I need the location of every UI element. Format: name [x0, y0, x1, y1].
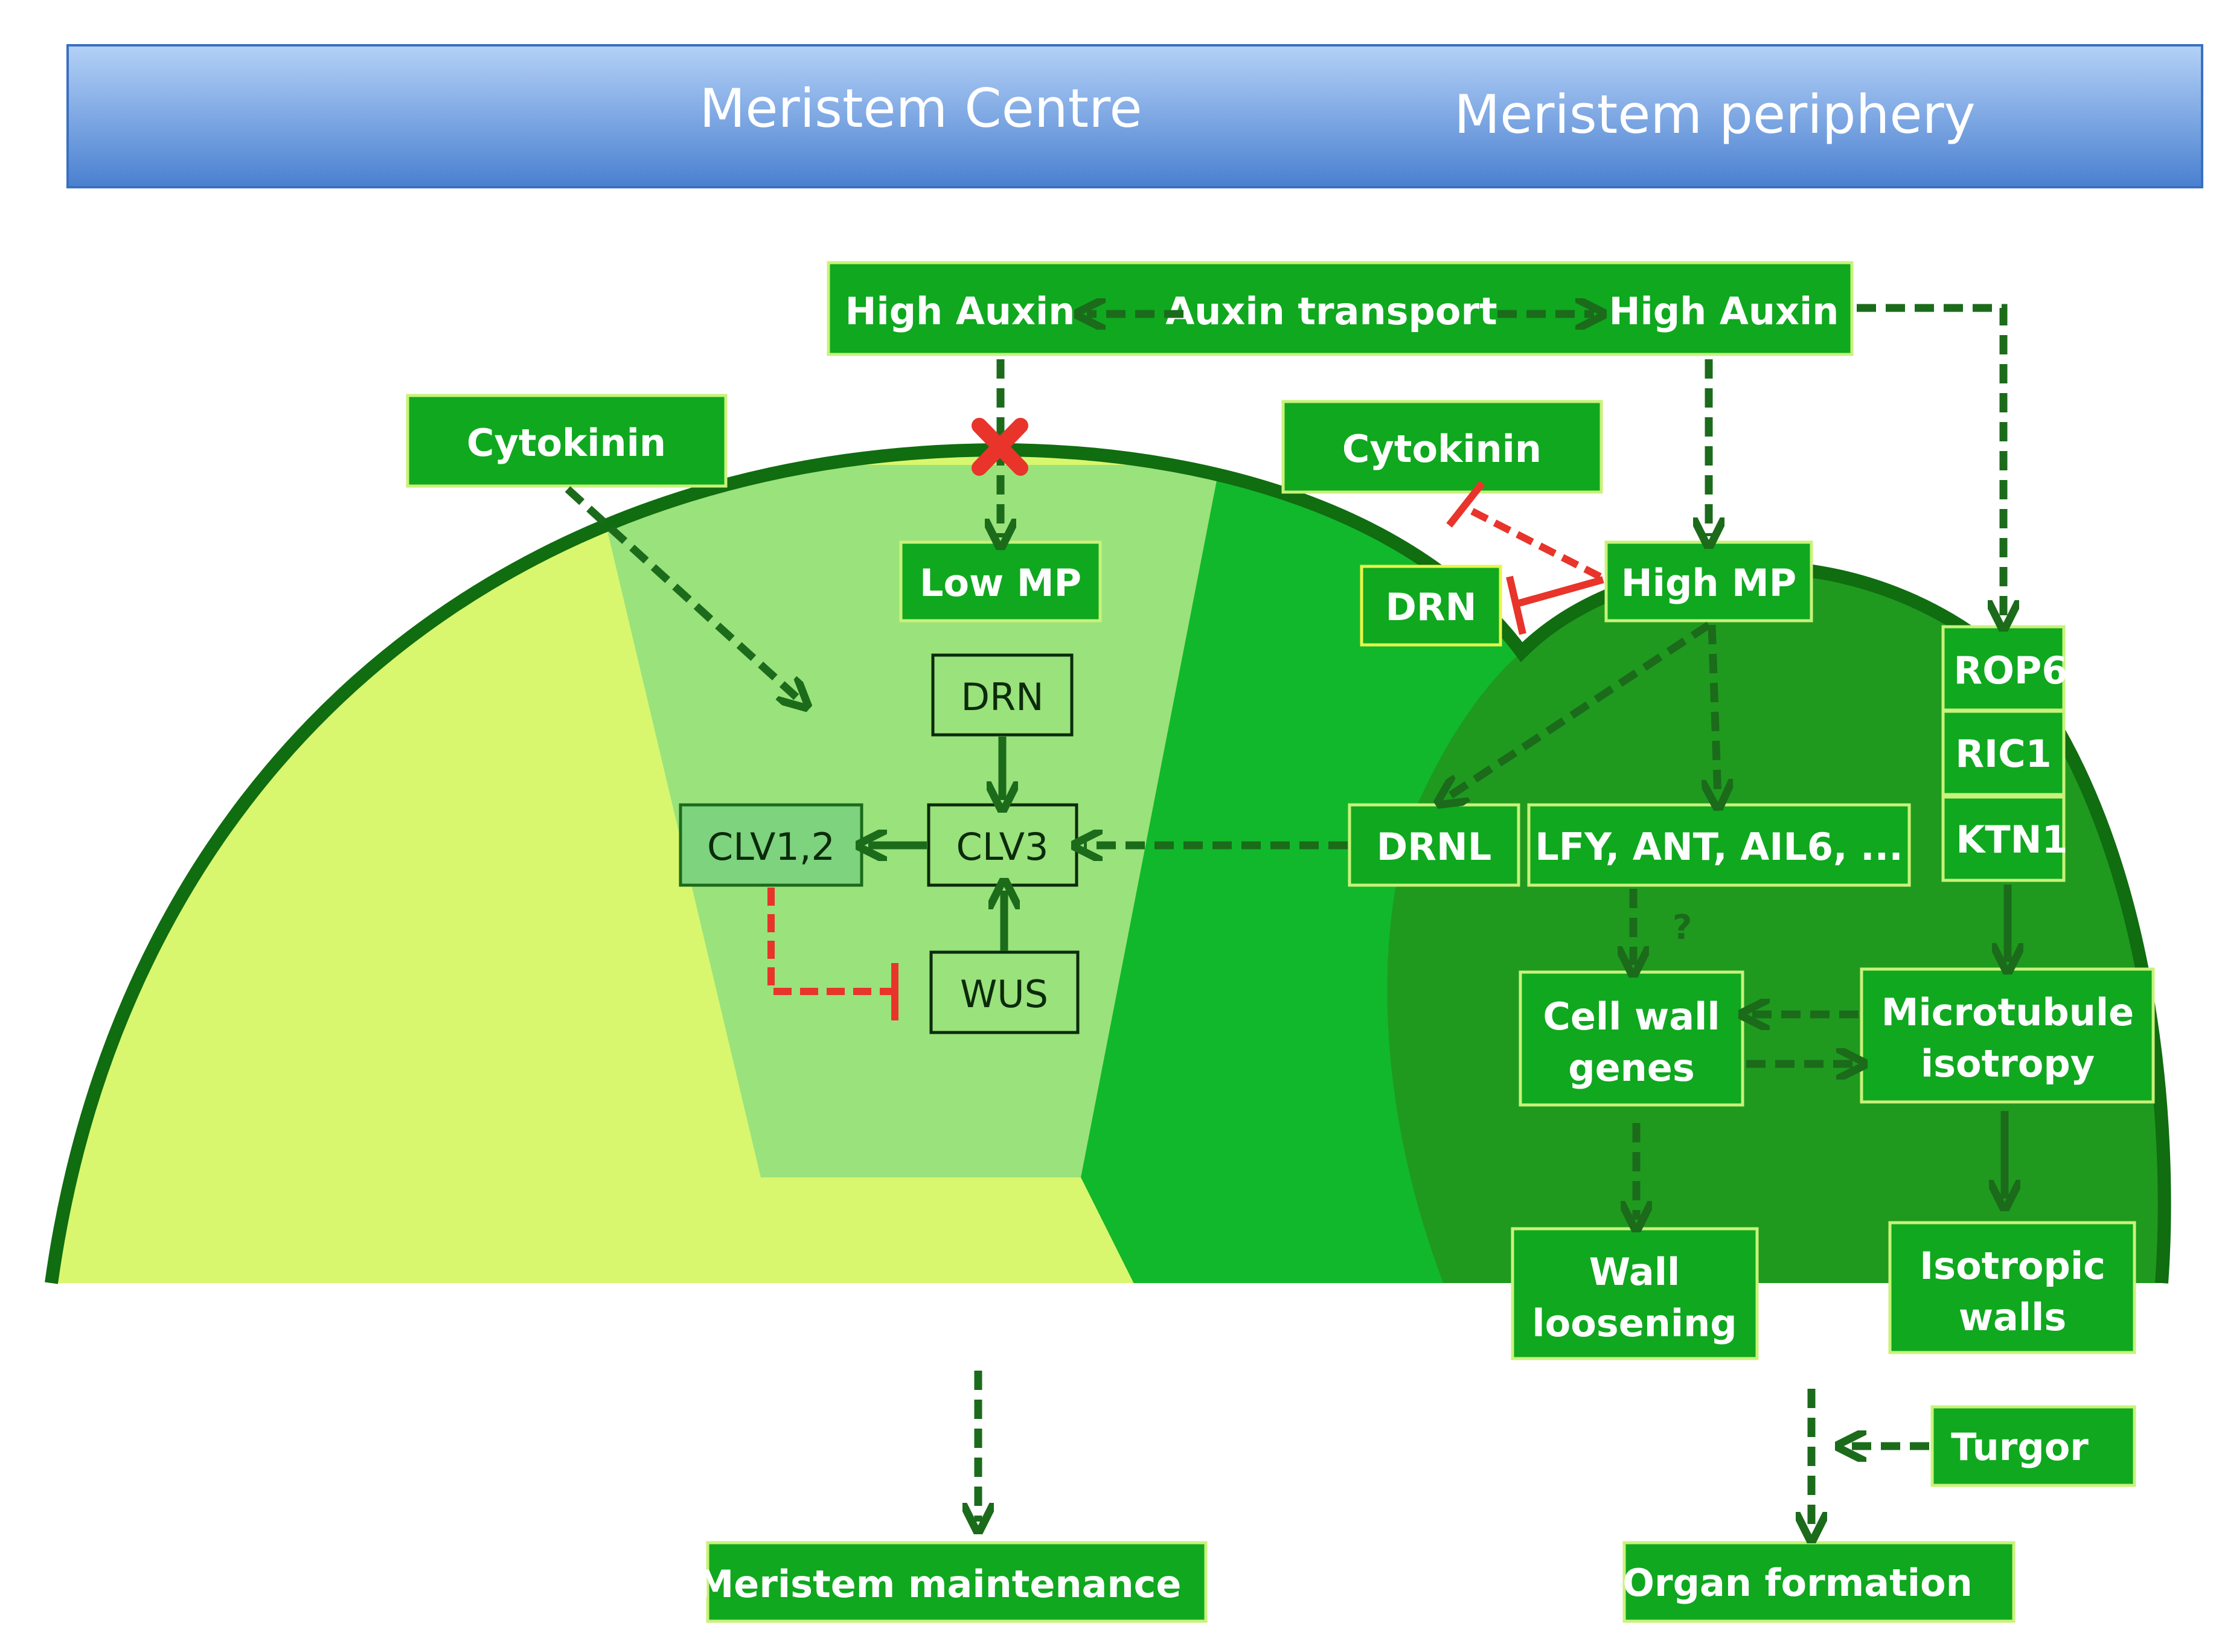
- cytokinin-left-label: Cytokinin: [467, 421, 666, 465]
- organ-formation-label: Organ formation: [1622, 1561, 1972, 1605]
- cytokinin-right-label: Cytokinin: [1342, 427, 1542, 471]
- inhibit-mp-cytokinin: [1462, 504, 1602, 580]
- high-mp-box: High MP: [1604, 540, 1813, 623]
- activation-arrows: [565, 304, 2008, 1531]
- low-mp-box: Low MP: [899, 540, 1102, 623]
- microtubule-label-2: isotropy: [1921, 1042, 2095, 1086]
- high-auxin-left-label: High Auxin: [845, 289, 1075, 333]
- microtubule-isotropy-box: Microtubule isotropy: [1860, 967, 2155, 1104]
- drn-centre-box: DRN: [931, 653, 1074, 737]
- drn-centre-label: DRN: [961, 675, 1043, 719]
- wall-loosening-label-1: Wall: [1589, 1250, 1680, 1294]
- header-banner: Meristem Centre Meristem periphery: [66, 44, 2203, 188]
- arrow-high-mp-to-drnl: [1446, 621, 1711, 798]
- clv3-label: CLV3: [956, 825, 1049, 869]
- ric1-box: RIC1: [1941, 709, 2066, 796]
- inhibit-mp-cytokinin-bar: [1446, 481, 1485, 528]
- cell-wall-genes-label-2: genes: [1568, 1046, 1695, 1090]
- clv12-box: CLV1,2: [679, 803, 863, 887]
- inhibit-mp-drn-bar: [1506, 575, 1526, 635]
- cytokinin-right-box: Cytokinin: [1281, 400, 1603, 494]
- drnl-label: DRNL: [1377, 825, 1492, 869]
- meristem-centre-label: Meristem Centre: [699, 77, 1142, 139]
- drn-periphery-label: DRN: [1385, 585, 1476, 629]
- zone-central-light-green: [592, 465, 1220, 1177]
- arrow-auxin-to-rop6: [1857, 304, 2003, 619]
- rop6-label: ROP6: [1953, 648, 2067, 693]
- question-mark-label: ?: [1673, 908, 1692, 947]
- rop6-box: ROP6: [1941, 625, 2068, 712]
- isotropic-walls-box: Isotropic walls: [1888, 1221, 2136, 1354]
- drnl-box: DRNL: [1348, 803, 1520, 887]
- block-x-icon: [972, 418, 1028, 476]
- isotropic-walls-label-1: Isotropic: [1920, 1244, 2105, 1288]
- drn-periphery-box: DRN: [1360, 565, 1502, 647]
- wall-loosening-box: Wall loosening: [1511, 1227, 1759, 1360]
- arrow-cytokinin-to-centre: [565, 486, 800, 700]
- ktn1-label: KTN1: [1956, 818, 2067, 862]
- meristem-maintenance-label: Meristem maintenance: [697, 1562, 1182, 1606]
- turgor-box: Turgor: [1930, 1405, 2136, 1487]
- zone-centre-bottom: [761, 1177, 1141, 1283]
- wus-box: WUS: [929, 950, 1080, 1034]
- high-mp-label: High MP: [1621, 561, 1796, 605]
- lfy-ant-label: LFY, ANT, AIL6, ...: [1535, 825, 1903, 869]
- microtubule-label-1: Microtubule: [1881, 990, 2134, 1034]
- organ-formation-box: Organ formation: [1622, 1541, 2016, 1623]
- wall-loosening-label-2: loosening: [1532, 1301, 1737, 1345]
- cell-wall-genes-box: Cell wall genes: [1519, 970, 1744, 1107]
- ktn1-box: KTN1: [1941, 795, 2068, 882]
- turgor-label: Turgor: [1951, 1425, 2089, 1469]
- cytokinin-left-box: Cytokinin: [406, 394, 728, 488]
- isotropic-walls-label-2: walls: [1959, 1295, 2067, 1339]
- lfy-ant-box: LFY, ANT, AIL6, ...: [1527, 803, 1911, 887]
- low-mp-label: Low MP: [920, 561, 1081, 605]
- inhibit-clv12-wus: [767, 888, 894, 995]
- auxin-transport-label: Auxin transport: [1165, 289, 1497, 333]
- inhibit-mp-drn: [1516, 576, 1604, 607]
- meristem-maintenance-box: Meristem maintenance: [697, 1541, 1208, 1623]
- high-auxin-right-label: High Auxin: [1609, 289, 1839, 333]
- auxin-bar: High Auxin Auxin transport High Auxin: [827, 261, 1854, 356]
- meristem-periphery-label: Meristem periphery: [1454, 83, 1976, 146]
- wus-label: WUS: [960, 972, 1048, 1016]
- ric1-label: RIC1: [1955, 732, 2051, 776]
- cell-wall-genes-label-1: Cell wall: [1543, 994, 1720, 1039]
- inhibition-arrows: [767, 481, 1604, 1020]
- clv12-label: CLV1,2: [707, 825, 835, 869]
